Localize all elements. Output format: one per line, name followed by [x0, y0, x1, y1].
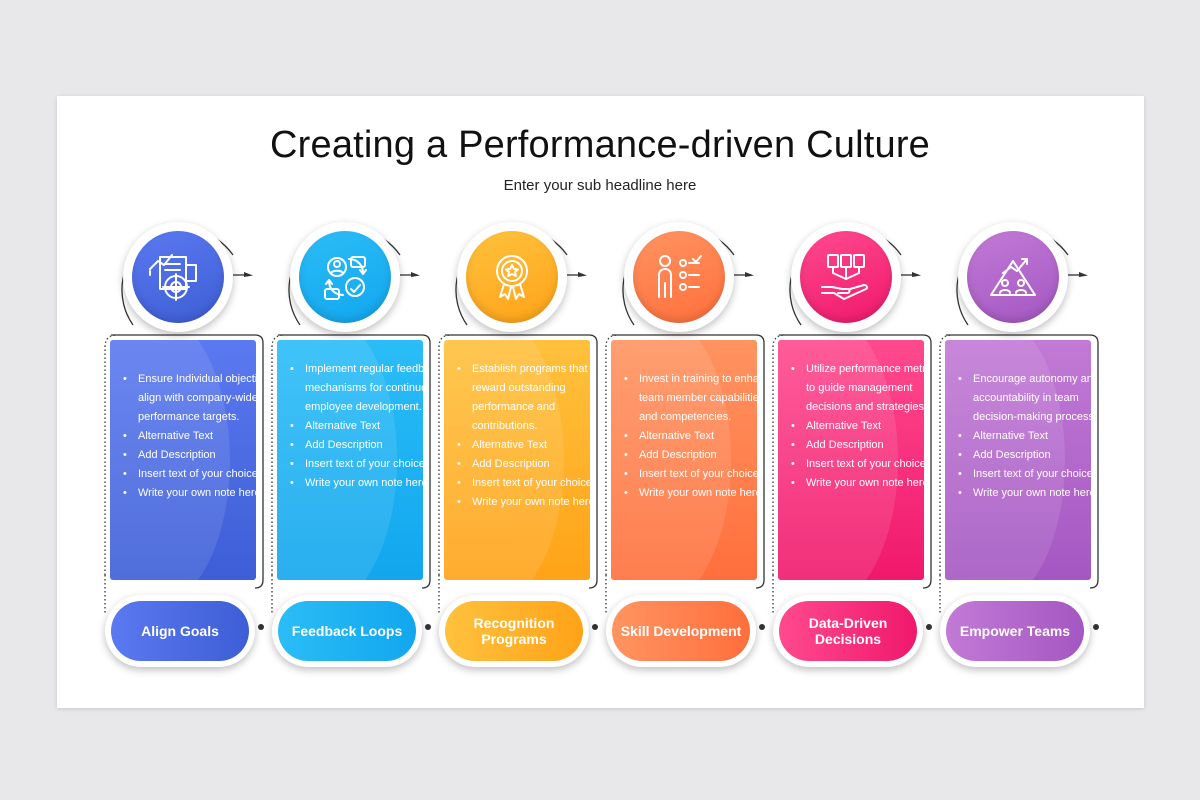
bullet-item: Invest in training to enhance team membe… — [624, 370, 757, 427]
bullet-item: Insert text of your choice — [791, 455, 924, 474]
step-label-button[interactable]: Skill Development — [612, 601, 750, 661]
bullet-item: Write your own note here — [624, 484, 757, 503]
description-panel: Encourage autonomy and accountability in… — [945, 340, 1091, 580]
bullet-item: Ensure Individual objectives align with … — [123, 370, 256, 427]
bullet-list: Invest in training to enhance team membe… — [617, 370, 757, 503]
bullet-item: Write your own note here — [290, 474, 423, 493]
hand-data-icon — [821, 254, 869, 300]
step-label: Empower Teams — [959, 623, 1071, 639]
bullet-list: Encourage autonomy and accountability in… — [951, 370, 1091, 503]
description-panel: Implement regular feedback mechanisms fo… — [277, 340, 423, 580]
bullet-item: Add Description — [958, 446, 1091, 465]
bullet-item: Write your own note here — [123, 484, 256, 503]
bullet-item: Implement regular feedback mechanisms fo… — [290, 360, 423, 417]
step-card: Establish programs that reward outstandi… — [437, 215, 604, 675]
bullet-item: Write your own note here — [791, 474, 924, 493]
step-label: Skill Development — [620, 623, 742, 639]
description-panel: Ensure Individual objectives align with … — [110, 340, 256, 580]
step-label-button[interactable]: Feedback Loops — [278, 601, 416, 661]
bullet-list: Implement regular feedback mechanisms fo… — [283, 360, 423, 493]
step-card: Ensure Individual objectives align with … — [103, 215, 270, 675]
bullet-item: Insert text of your choice — [958, 465, 1091, 484]
step-label: Align Goals — [141, 623, 219, 639]
description-panel: Invest in training to enhance team membe… — [611, 340, 757, 580]
bullet-item: Insert text of your choice — [123, 465, 256, 484]
step-label-button[interactable]: Data-Driven Decisions — [779, 601, 917, 661]
bullet-list: Ensure Individual objectives align with … — [116, 370, 256, 503]
bullet-item: Alternative Text — [123, 427, 256, 446]
bullet-list: Utilize performance metrics to guide man… — [784, 360, 924, 493]
bullet-item: Add Description — [624, 446, 757, 465]
bullet-item: Add Description — [290, 436, 423, 455]
bullet-item: Add Description — [123, 446, 256, 465]
step-label-button[interactable]: Recognition Programs — [445, 601, 583, 661]
step-card: Invest in training to enhance team membe… — [604, 215, 771, 675]
step-label-button[interactable]: Empower Teams — [946, 601, 1084, 661]
icon-circle — [967, 231, 1059, 323]
bullet-item: Insert text of your choice — [290, 455, 423, 474]
step-label: Recognition Programs — [473, 615, 555, 647]
target-chart-icon — [149, 254, 197, 301]
bullet-item: Utilize performance metrics to guide man… — [791, 360, 924, 417]
description-panel: Utilize performance metrics to guide man… — [778, 340, 924, 580]
step-label-button[interactable]: Align Goals — [111, 601, 249, 661]
bullet-item: Write your own note here — [457, 493, 590, 512]
bullet-item: Alternative Text — [290, 417, 423, 436]
slide-subtitle: Enter your sub headline here — [503, 177, 697, 194]
feedback-cycle-icon — [324, 256, 367, 300]
bullet-item: Add Description — [791, 436, 924, 455]
step-card: Encourage autonomy and accountability in… — [938, 215, 1105, 675]
bullet-item: Add Description — [457, 455, 590, 474]
step-label: Feedback Loops — [291, 623, 403, 639]
icon-circle — [633, 231, 725, 323]
step-label: Data-Driven Decisions — [808, 615, 888, 647]
bullet-item: Alternative Text — [958, 427, 1091, 446]
bullet-item: Insert text of your choice — [457, 474, 590, 493]
bullet-item: Alternative Text — [624, 427, 757, 446]
bullet-item: Alternative Text — [457, 436, 590, 455]
bullet-item: Write your own note here — [958, 484, 1091, 503]
description-panel: Establish programs that reward outstandi… — [444, 340, 590, 580]
team-growth-icon — [990, 258, 1036, 296]
step-card: Utilize performance metrics to guide man… — [771, 215, 938, 675]
slide-title: Creating a Performance-driven Culture — [269, 124, 931, 166]
icon-circle — [466, 231, 558, 323]
bullet-item: Encourage autonomy and accountability in… — [958, 370, 1091, 427]
award-badge-icon — [496, 255, 528, 300]
bullet-item: Insert text of your choice — [624, 465, 757, 484]
icon-circle — [299, 231, 391, 323]
connector-outline — [438, 228, 598, 630]
bullet-item: Alternative Text — [791, 417, 924, 436]
bullet-item: Establish programs that reward outstandi… — [457, 360, 590, 436]
bullet-list: Establish programs that reward outstandi… — [450, 360, 590, 512]
step-card: Implement regular feedback mechanisms fo… — [270, 215, 437, 675]
person-checklist-icon — [658, 255, 702, 298]
